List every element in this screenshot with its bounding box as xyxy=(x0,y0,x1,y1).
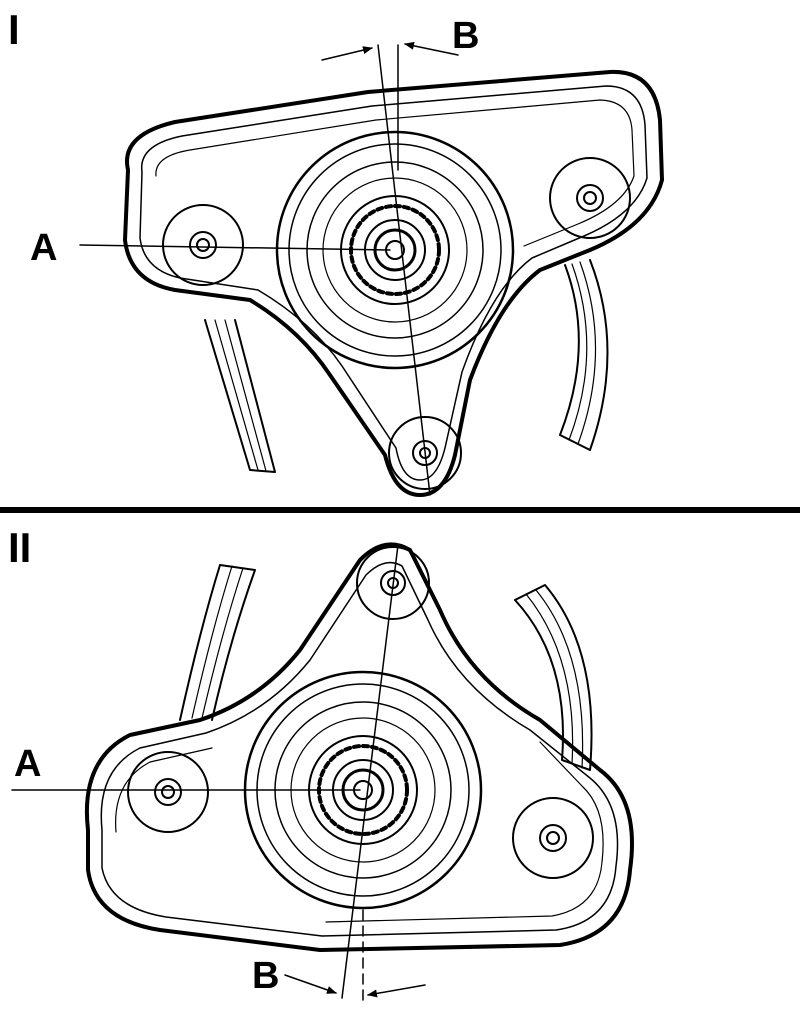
panel-2-arrow-right xyxy=(367,984,426,998)
panel-1-arrow-right xyxy=(404,41,459,56)
panel-1-mount-plate xyxy=(123,69,664,497)
panel-1-callout-b: B xyxy=(452,15,479,57)
panel-2-callout-b: B xyxy=(252,955,279,997)
panel-2-label: II xyxy=(8,524,31,571)
panel-1: I xyxy=(8,6,664,497)
panel-2-side-bolt-left xyxy=(127,751,209,833)
panel-1-ref-line-a xyxy=(79,244,391,251)
panel-2-side-bolt-right xyxy=(512,797,594,879)
panel-2-callout-a: A xyxy=(14,743,41,785)
panel-1-side-bolt-left xyxy=(162,204,244,286)
panel-2: II xyxy=(8,524,634,1001)
panel-2-strut-ribs xyxy=(179,564,593,771)
panel-1-bearing xyxy=(275,130,515,370)
panel-1-axis-line-b xyxy=(377,44,431,496)
panel-1-strut-ribs xyxy=(204,259,609,473)
panel-1-arrow-left xyxy=(321,46,373,61)
panel-1-label: I xyxy=(8,6,20,53)
panel-1-side-bolt-right xyxy=(549,157,631,239)
panel-1-callout-a: A xyxy=(30,227,57,269)
panel-2-arrow-left xyxy=(284,974,337,994)
panel-2-mount-plate xyxy=(85,542,634,952)
panel-2-axis-line-b xyxy=(341,544,399,999)
